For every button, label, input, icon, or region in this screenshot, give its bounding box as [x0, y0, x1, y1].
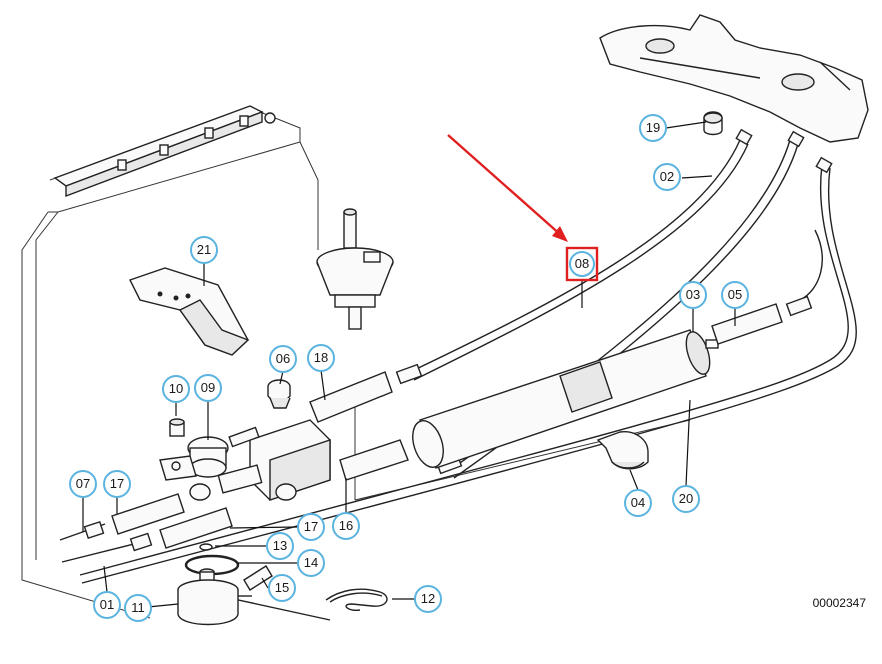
callout-08-highlighted: 08 [565, 246, 599, 282]
cap-10 [169, 418, 185, 437]
svg-text:11: 11 [131, 600, 145, 615]
svg-text:06: 06 [276, 351, 290, 366]
svg-text:19: 19 [646, 120, 660, 135]
callout-01: 01 [93, 591, 121, 619]
svg-text:20: 20 [679, 491, 693, 506]
callout-06: 06 [269, 345, 297, 373]
tube-15 [243, 565, 273, 591]
svg-text:17: 17 [110, 476, 124, 491]
callout-14: 14 [297, 549, 325, 577]
svg-text:15: 15 [275, 580, 289, 595]
svg-text:05: 05 [728, 287, 742, 302]
fuel-hoses [79, 128, 857, 584]
clamp-19 [703, 111, 723, 136]
svg-text:14: 14 [304, 555, 318, 570]
svg-text:03: 03 [686, 287, 700, 302]
svg-text:09: 09 [201, 380, 215, 395]
callout-13: 13 [266, 532, 294, 560]
leader-lines [82, 121, 736, 608]
callout-20: 20 [672, 485, 700, 513]
svg-text:12: 12 [421, 591, 435, 606]
svg-text:16: 16 [339, 518, 353, 533]
callout-12: 12 [414, 585, 442, 613]
clip-06 [267, 379, 291, 409]
svg-text:10: 10 [169, 381, 183, 396]
callout-21: 21 [190, 236, 218, 264]
fuel-rail [53, 105, 276, 198]
purge-valve [316, 208, 394, 330]
document-number: 00002347 [813, 596, 867, 610]
callout-05: 05 [721, 281, 749, 309]
callout-07: 07 [69, 470, 97, 498]
bracket-21 [129, 267, 250, 356]
svg-text:13: 13 [273, 538, 287, 553]
callout-03: 03 [679, 281, 707, 309]
pressure-regulator-assembly [159, 419, 331, 501]
regulator-11 [177, 568, 252, 626]
hose-pieces [59, 303, 783, 621]
callout-16: 16 [332, 512, 360, 540]
callout-11: 11 [124, 594, 152, 622]
svg-text:07: 07 [76, 476, 90, 491]
callout-17-right: 17 [297, 513, 325, 541]
highlight-arrow [447, 134, 568, 242]
callout-10: 10 [162, 375, 190, 403]
svg-text:21: 21 [197, 242, 211, 257]
fuel-tank [599, 14, 869, 143]
svg-text:08: 08 [575, 256, 589, 271]
callout-09: 09 [194, 374, 222, 402]
callout-02: 02 [653, 163, 681, 191]
svg-text:04: 04 [631, 495, 645, 510]
callouts: 19 02 08 03 05 21 06 18 10 09 07 17 17 1… [69, 114, 749, 622]
svg-text:18: 18 [314, 350, 328, 365]
fuel-filter-03 [412, 329, 719, 469]
callout-18: 18 [307, 344, 335, 372]
callout-17-left: 17 [103, 470, 131, 498]
retaining-clip-12 [325, 588, 388, 612]
callout-15: 15 [268, 574, 296, 602]
callout-04: 04 [624, 489, 652, 517]
svg-text:01: 01 [100, 597, 114, 612]
bracket-04 [596, 431, 649, 470]
callout-19: 19 [639, 114, 667, 142]
svg-text:17: 17 [304, 519, 318, 534]
svg-text:02: 02 [660, 169, 674, 184]
